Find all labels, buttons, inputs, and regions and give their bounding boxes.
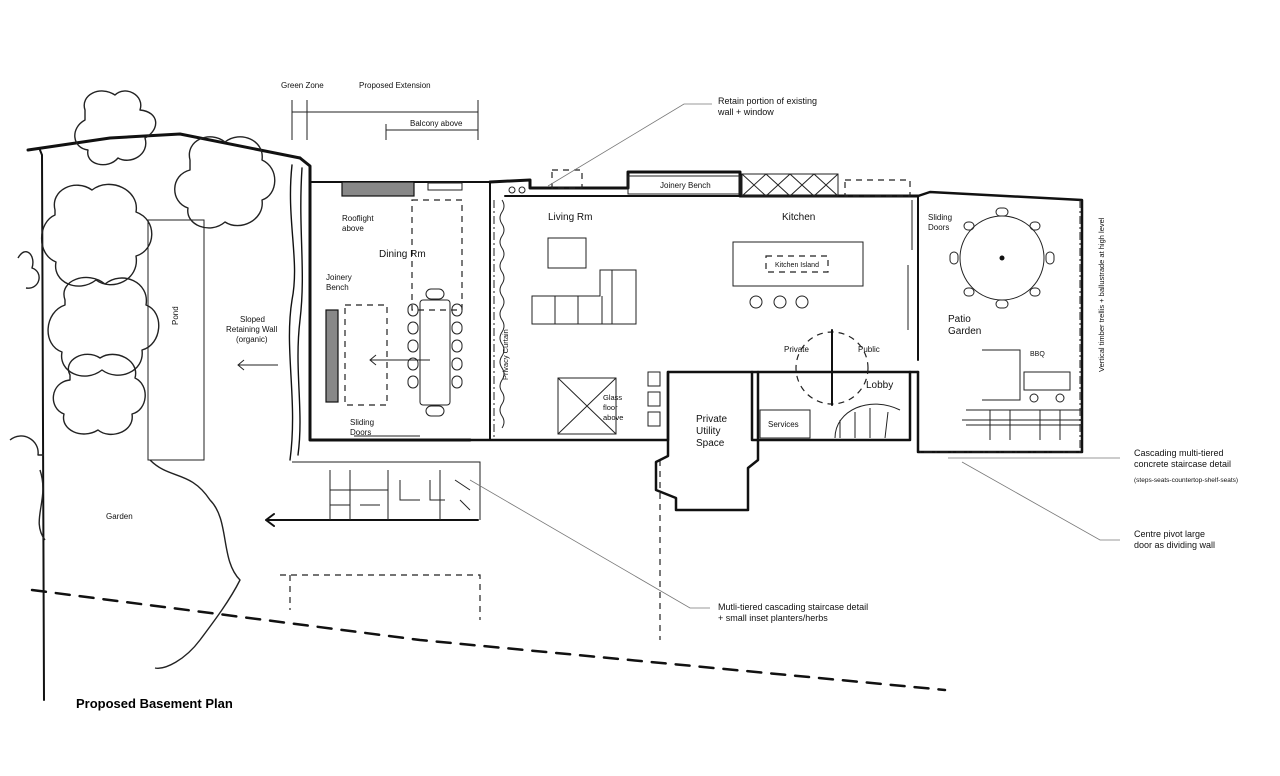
dining-table — [419, 299, 451, 406]
tree-icon — [47, 276, 160, 377]
label-sliding-1: Sliding — [350, 418, 374, 427]
note-retain-1: Retain portion of existing — [718, 96, 817, 106]
garden-area — [26, 132, 947, 701]
steps-small — [647, 371, 661, 427]
room-pond: Pond — [171, 306, 180, 325]
room-dining: Dining Rm — [379, 249, 426, 260]
patio-garden — [916, 190, 1084, 454]
room-utility-3: Space — [696, 438, 725, 449]
note-cascading-1: Cascading multi-tiered — [1134, 448, 1224, 458]
tree-group — [9, 90, 276, 669]
room-lobby: Lobby — [866, 380, 893, 391]
label-glass-2: floor — [603, 403, 618, 412]
tree-icon — [9, 435, 46, 541]
room-kitchen-island: Kitchen Island — [775, 262, 819, 269]
bbq — [1023, 371, 1071, 391]
label-glass-1: Glass — [603, 393, 622, 402]
glass-floor — [557, 377, 617, 435]
tree-icon — [174, 136, 276, 229]
label-sloped-1: Sloped — [240, 315, 265, 324]
joinery-bench-top — [627, 175, 741, 195]
note-mutli-2: + small inset planters/herbs — [718, 613, 828, 623]
feature-labels: Rooflight above Joinery Bench Sliding Do… — [226, 181, 1106, 437]
tree-icon — [74, 90, 157, 166]
joinery-bench — [325, 309, 339, 403]
label-joinery-1: Joinery — [326, 273, 352, 282]
privacy-curtain — [499, 199, 505, 429]
page-title: Proposed Basement Plan — [76, 696, 233, 711]
label-private: Private — [784, 345, 809, 354]
rooflight — [341, 181, 415, 197]
dining-room — [291, 100, 491, 520]
label-sliding-right-1: Sliding — [928, 213, 952, 222]
label-sloped-3: (organic) — [236, 335, 268, 344]
room-utility-1: Private — [696, 414, 728, 425]
note-cascading-2: concrete staircase detail — [1134, 459, 1231, 469]
note-pivot-2: door as dividing wall — [1134, 540, 1215, 550]
slope-arrow — [237, 359, 278, 371]
label-balcony-above: Balcony above — [410, 119, 463, 128]
room-patio-2: Garden — [948, 326, 981, 337]
tree-icon — [41, 183, 153, 287]
storage-units — [741, 173, 839, 197]
note-pivot-1: Centre pivot large — [1134, 529, 1205, 539]
room-services: Services — [768, 420, 799, 429]
leader-lines — [469, 103, 1120, 609]
patio-steps — [962, 409, 1082, 440]
room-labels: Dining Rm Living Rm Kitchen Kitchen Isla… — [106, 212, 981, 521]
rooflight-small — [427, 182, 463, 191]
label-sloped-2: Retaining Wall — [226, 325, 278, 334]
dining-chairs — [407, 288, 463, 417]
label-sliding-2: Doors — [350, 428, 371, 437]
tv-unit — [547, 237, 587, 269]
label-trellis: Vertical timber trellis + ballustrade at… — [1097, 217, 1106, 372]
room-living: Living Rm — [548, 212, 592, 223]
room-kitchen: Kitchen — [782, 212, 815, 223]
annotations: Retain portion of existing wall + window… — [717, 96, 1238, 623]
room-patio-1: Patio — [948, 314, 971, 325]
note-cascading-3: (steps-seats-countertop-shelf-seats) — [1134, 477, 1238, 484]
room-garden: Garden — [106, 512, 133, 521]
label-privacy-curtain: Privacy Curtain — [501, 329, 510, 380]
note-retain-2: wall + window — [717, 107, 774, 117]
label-proposed-extension: Proposed Extension — [359, 81, 431, 90]
tree-icon — [149, 459, 241, 669]
note-mutli-1: Mutli-tiered cascading staircase detail — [718, 602, 868, 612]
tree-icon — [17, 251, 40, 289]
spiral-stair — [834, 403, 901, 439]
slope-arrow-bottom — [265, 513, 479, 527]
label-joinery-top: Joinery Bench — [660, 181, 711, 190]
label-bbq: BBQ — [1030, 351, 1045, 358]
label-glass-3: above — [603, 413, 623, 422]
kitchen-island-outline — [732, 241, 864, 287]
dimension-labels: Green Zone Proposed Extension Balcony ab… — [281, 81, 463, 128]
patio-chairs — [949, 207, 1055, 309]
room-utility-2: Utility — [696, 426, 720, 437]
living-kitchen — [468, 169, 920, 512]
label-joinery-2: Bench — [326, 283, 349, 292]
label-sliding-right-2: Doors — [928, 223, 949, 232]
cascading-steps — [329, 470, 471, 520]
bar-stools — [749, 295, 809, 309]
label-rooflight-1: Rooflight — [342, 214, 374, 223]
tree-icon — [52, 353, 146, 435]
pond — [147, 219, 205, 461]
sofa — [531, 269, 637, 325]
label-rooflight-2: above — [342, 224, 364, 233]
label-public: Public — [858, 345, 880, 354]
label-green-zone: Green Zone — [281, 81, 324, 90]
